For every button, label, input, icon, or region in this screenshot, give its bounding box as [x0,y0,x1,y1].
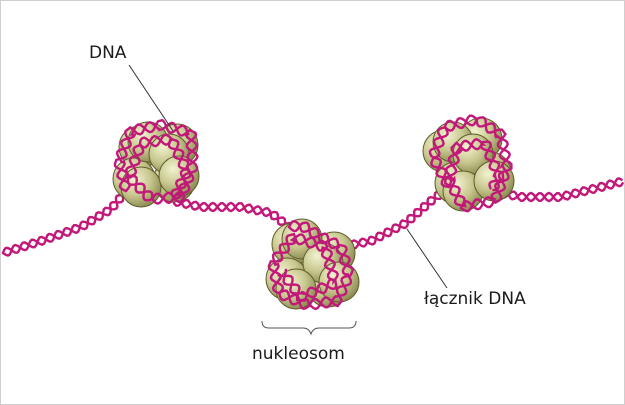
linker-mid-right-strand-2 [339,189,451,250]
nucleosome-label: nukleosom [252,344,345,364]
dna-strand-front [113,114,513,311]
linker-leader-line [406,228,448,289]
dna-strand-back [1,177,624,257]
wrap-2-strand-2 [267,219,353,311]
dna-leader-line [128,64,174,132]
wrap-3-strand-2 [430,114,513,213]
linker-right-strand-2 [489,177,623,203]
linker-mid-right-strand-1 [339,185,447,252]
wrap-1-strand-2 [113,118,199,205]
nucleosome-brace [261,320,357,336]
linker-left-strand-1 [1,188,125,257]
dna-label: DNA [89,43,127,63]
linker-right-strand-1 [489,179,624,203]
linker-left-strand-2 [1,193,129,255]
linker-mid-left-strand-2 [171,196,287,230]
linker-dna-label: łącznik DNA [424,289,526,309]
